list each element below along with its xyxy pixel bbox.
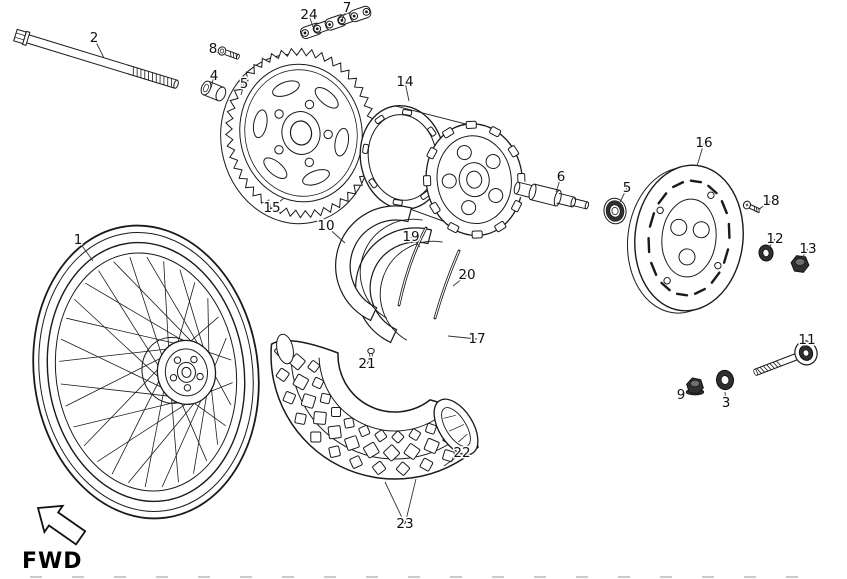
- part-label-screw-small: 21: [358, 356, 375, 372]
- part-label-nut-small: 13: [799, 241, 816, 257]
- axle-bolt: [13, 28, 179, 89]
- part-label-brake-shoe: 10: [317, 218, 334, 234]
- nut-9: [685, 377, 705, 396]
- bolt-11-threads: [756, 360, 782, 374]
- part-label-axle: 2: [90, 30, 99, 46]
- part-label-bearing-left: 5: [240, 76, 249, 92]
- brake-shoe-rear: [355, 227, 443, 344]
- part-label-chain: 7: [343, 0, 352, 16]
- tire-section: [270, 333, 479, 480]
- hub-lugs: [422, 120, 526, 239]
- screw-8: [217, 46, 240, 60]
- spacer: [200, 80, 227, 102]
- axle-threads: [132, 66, 172, 88]
- part-label-spring-rear: 20: [458, 267, 475, 283]
- part-label-brake-lining: 17: [468, 331, 485, 347]
- part-label-screw-disc: 18: [762, 193, 779, 209]
- sprocket-teeth: [225, 47, 377, 219]
- part-label-screw: 8: [209, 41, 218, 57]
- part-label-tire-section: 22: [453, 445, 470, 461]
- sprocket: [220, 47, 377, 225]
- wheel-hub-bolt-circles: [169, 355, 204, 392]
- hub-holes: [441, 145, 504, 216]
- chain-links: [300, 5, 372, 40]
- part-label-spacer: 4: [210, 68, 219, 84]
- screw-21: [367, 347, 375, 360]
- sprocket-lightening-holes: [252, 80, 350, 186]
- part-label-bolt: 11: [798, 332, 815, 348]
- part-label-wheel: 1: [74, 232, 83, 248]
- part-label-nut: 9: [677, 387, 686, 403]
- disc-vent-slots: [647, 179, 731, 297]
- axle-shaft: [513, 180, 590, 214]
- part-label-brake-disc: 16: [695, 135, 712, 151]
- hub: [359, 104, 526, 239]
- part-label-washer: 3: [722, 395, 731, 411]
- wheel-hub: [141, 336, 217, 405]
- part-label-tire-tread: 23: [396, 516, 413, 532]
- nut-13: [790, 255, 810, 273]
- sprocket-bolt-holes: [274, 99, 333, 168]
- part-label-washer-small: 12: [766, 231, 783, 247]
- part-label-chain-link: 24: [300, 7, 317, 23]
- chain-section: [300, 5, 372, 40]
- disc-bolt-holes: [656, 191, 722, 285]
- tire-cross-section: [433, 398, 479, 456]
- brake-shoes: [335, 205, 443, 344]
- disc-center-holes: [670, 218, 710, 266]
- part-label-hub: 14: [396, 74, 413, 90]
- washer-3: [715, 369, 735, 391]
- brake-shoe-front: [335, 205, 423, 322]
- part-label-spring-front: 19: [402, 229, 419, 245]
- bearing-right: [603, 197, 627, 225]
- brake-disc: [626, 164, 744, 314]
- part-label-axle-shaft: 6: [557, 169, 566, 185]
- wheel-spokes: [59, 256, 233, 488]
- part-label-sprocket: 15: [263, 200, 280, 216]
- washer-12: [758, 244, 774, 262]
- part-label-bearing-right: 5: [623, 180, 632, 196]
- screw-18-threads: [753, 206, 760, 213]
- rear-wheel: [32, 224, 260, 520]
- bolt-11: [753, 340, 818, 376]
- fwd-label: FWD: [22, 549, 83, 574]
- screw-18: [742, 200, 761, 214]
- fwd-arrow: [36, 504, 87, 546]
- brake-springs: [397, 226, 461, 320]
